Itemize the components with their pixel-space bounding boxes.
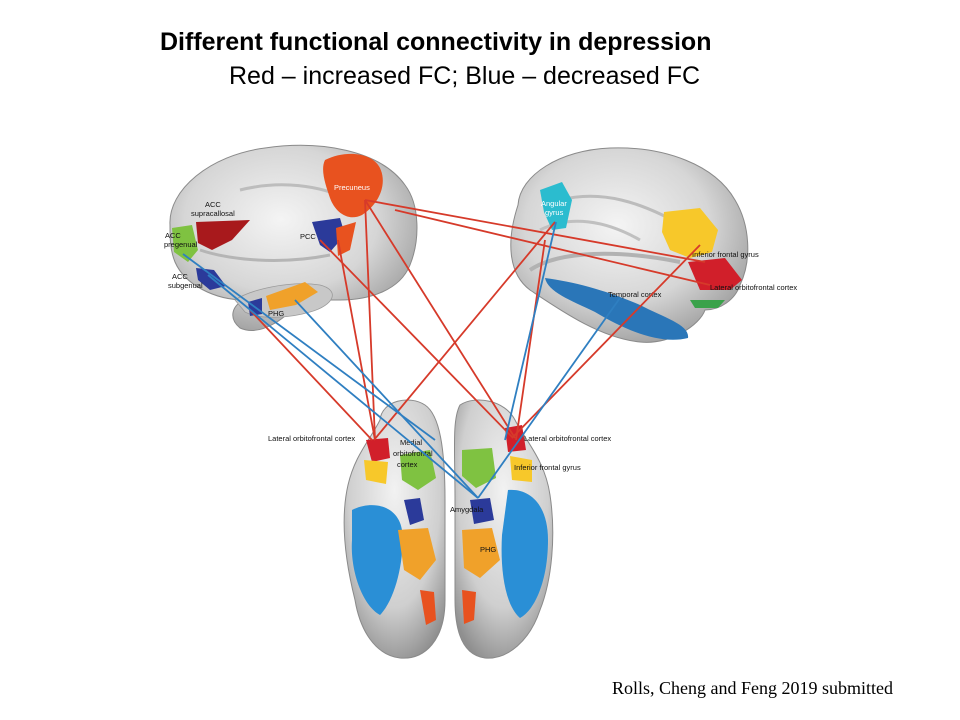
fc-increased-pcc-lofc-right [319,239,514,439]
fc-decreased-temporal-amygdala [477,297,621,499]
label-medial-ofc-3: cortex [397,460,418,469]
acc-pregenual-region [172,225,198,262]
ventral-brain-view: Lateral orbitofrontal cortex Medial orbi… [268,399,611,659]
fc-increased-angular-lofc-right [515,239,546,441]
label-acc-supracallosal-2: supracallosal [191,209,235,218]
phg-right-region [462,528,500,578]
connectivity-lines [182,199,711,499]
slide-subtitle: Red – increased FC; Blue – decreased FC [229,62,701,90]
fc-increased-pcc-lofc-left [337,239,376,441]
label-acc-subgenual-2: subgenual [168,281,203,290]
label-lateral-ofc-right: Lateral orbitofrontal cortex [524,434,611,443]
fc-increased-precuneus-lofc-lateral [394,209,711,286]
label-acc-pregenual-2: pregenual [164,240,198,249]
fc-decreased-angular-ofc [504,221,557,441]
pcc-region [312,218,345,252]
fc-increased-angular-lofc-left [373,221,556,441]
label-lateral-ofc-left: Lateral orbitofrontal cortex [268,434,355,443]
label-inferior-frontal-gyrus-ventral: Inferior frontal gyrus [514,463,581,472]
fc-increased-precuneus-ifg [364,199,706,263]
label-acc-subgenual-1: ACC [172,272,188,281]
label-amygdala: Amygdala [450,505,484,514]
lateral-brain-view: Angular gyrus Inferior frontal gyrus Lat… [510,147,797,343]
fc-increased-phg-lofc-left [249,309,373,441]
lateral-ofc-region [688,258,742,290]
slide-title: Different functional connectivity in dep… [160,28,712,56]
label-precuneus: Precuneus [334,183,370,192]
lateral-ofc-left-region [366,438,390,462]
citation-credit: Rolls, Cheng and Feng 2019 submitted [612,678,893,698]
label-acc-supracallosal-1: ACC [205,200,221,209]
temporal-left-region [351,505,403,615]
fc-decreased-acc-subgenual-amygdala [207,274,479,499]
phg-left-region [398,528,436,580]
fc-decreased-acc-medial-ofc [182,253,436,441]
temporal-right-region [501,489,548,618]
label-angular-gyrus-1: Angular [541,199,567,208]
angular-gyrus-region [540,182,572,230]
label-phg-medial: PHG [268,309,284,318]
label-pcc: PCC [300,232,316,241]
phg-medial-region [266,282,318,310]
label-inferior-frontal-gyrus-lateral: Inferior frontal gyrus [692,250,759,259]
medial-brain-view: ACC supracallosal ACC pregenual ACC subg… [164,144,418,331]
label-lateral-ofc-lateral: Lateral orbitofrontal cortex [710,283,797,292]
label-angular-gyrus-2: gyrus [545,208,564,217]
temporal-cortex-region [545,278,689,340]
inferior-frontal-gyrus-region [662,208,718,258]
acc-supracallosal-region [196,220,250,250]
label-acc-pregenual-1: ACC [165,231,181,240]
fc-increased-precuneus-lofc-right [364,199,516,439]
medial-ofc-region [400,450,436,490]
label-temporal-cortex: Temporal cortex [608,290,662,299]
fc-increased-precuneus-lofc-left [364,199,376,441]
fc-decreased-phg-amygdala [294,299,479,499]
label-medial-ofc-2: orbitofrontal [393,449,433,458]
label-phg-ventral: PHG [480,545,496,554]
